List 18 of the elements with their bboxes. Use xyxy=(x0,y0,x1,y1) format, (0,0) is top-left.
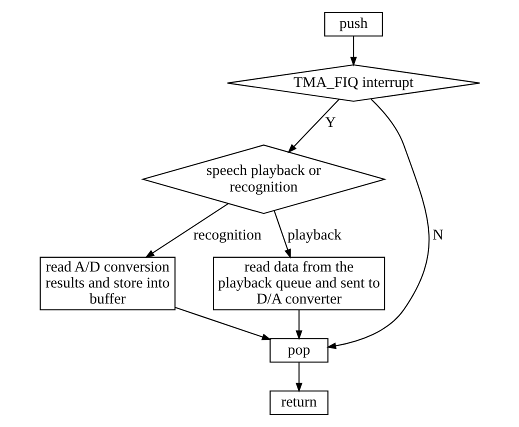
arrow xyxy=(273,210,290,259)
arrow xyxy=(174,306,272,340)
arrow xyxy=(144,203,228,258)
edge-label: Y xyxy=(324,115,336,132)
node-diamond: TMA_FIQ interrupt xyxy=(226,64,480,102)
arrow xyxy=(295,362,302,393)
arrow xyxy=(350,36,356,66)
node-box: read A/D conversion results and store into buffer xyxy=(39,256,176,310)
node-box: pop xyxy=(269,338,328,363)
arrow xyxy=(295,310,302,340)
edge-label: recognition xyxy=(192,227,261,244)
arrow xyxy=(287,98,339,154)
node-box: return xyxy=(269,390,328,416)
edge-label: playback xyxy=(287,227,342,244)
arrow xyxy=(326,98,429,350)
node-box: read data from the playback queue and sent to D/A converter xyxy=(212,256,385,310)
node-box: push xyxy=(324,12,382,37)
edge-label: N xyxy=(432,227,443,244)
